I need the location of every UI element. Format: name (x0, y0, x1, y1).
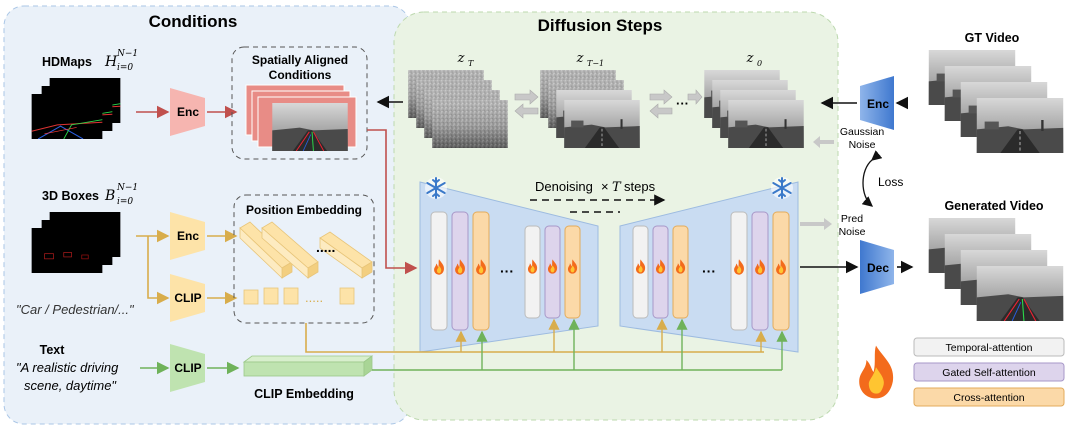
boxes-frames (31, 212, 121, 273)
conditions-title: Conditions (149, 12, 238, 31)
hdmaps-sup: N−1 (116, 49, 138, 59)
enc-gt-label: Enc (867, 97, 889, 111)
legend-temporal-label: Temporal-attention (946, 342, 1033, 354)
clip-feed-taps (476, 318, 788, 370)
hdmaps-sub: i=0 (117, 63, 133, 73)
loss-arrow (861, 150, 883, 207)
spatial-label-1: Spatially Aligned (252, 53, 348, 67)
clip-embedding-label: CLIP Embedding (254, 387, 354, 401)
loss-label: Loss (878, 175, 903, 189)
zt1-label: z (576, 51, 584, 66)
clip-class-label: CLIP (174, 291, 201, 305)
position-cubes (243, 287, 355, 305)
enc-hdmaps-label: Enc (177, 105, 199, 119)
arrow-pred-noise (800, 218, 832, 230)
denoising-times: × (601, 179, 609, 194)
position-embedding-label: Position Embedding (246, 203, 362, 217)
enc-gt-block (860, 76, 894, 130)
gt-video-frames (928, 50, 1064, 153)
denoising-steps: steps (624, 179, 656, 194)
dec-label: Dec (867, 261, 889, 275)
clip-text-label: CLIP (174, 361, 201, 375)
boxes-math: B (104, 188, 115, 204)
enc-hdmaps-block (170, 88, 205, 136)
spatial-conditions-box (231, 46, 368, 160)
denoising-label: Denoising (535, 179, 593, 194)
clip-class-block (170, 274, 205, 322)
zt1-sub: T−1 (587, 59, 604, 68)
arrow-spatial-unet (367, 129, 418, 275)
class-text: "Car / Pedestrian/..." (16, 302, 135, 317)
boxes-sup: N−1 (116, 183, 138, 193)
text-line-2: scene, daytime" (24, 378, 117, 393)
position-feed-line (305, 323, 764, 353)
spatial-frames (245, 84, 357, 151)
generated-video-label: Generated Video (944, 199, 1043, 213)
position-bars (239, 221, 373, 279)
zt-label: z (457, 51, 465, 66)
position-dots: ..... (316, 239, 335, 255)
latent-dots: ··· (676, 96, 689, 111)
snowflake-icon (424, 176, 448, 200)
gt-video-label: GT Video (965, 31, 1020, 45)
enc-boxes-label: Enc (177, 229, 199, 243)
latent-double-arrows (514, 89, 703, 119)
legend-gated-swatch (913, 362, 1065, 382)
clip-text-block (170, 344, 205, 392)
arrow-gaussian (813, 136, 834, 148)
spatial-label-2: Conditions (269, 68, 332, 82)
zt-sub: T (468, 59, 474, 68)
hdmaps-label: HDMaps (42, 55, 92, 69)
gaussian-label-2: Noise (849, 139, 876, 151)
snowflake-icon-2 (770, 176, 794, 200)
position-embedding-box (233, 194, 375, 324)
unet-encoder-dots: ··· (500, 263, 514, 279)
diffusion-title: Diffusion Steps (538, 16, 663, 35)
legend-fire-icon (859, 345, 894, 399)
clip-embedding-block (242, 355, 374, 377)
arrow-boxes-clip (147, 236, 170, 305)
pred-label-1: Pred (841, 213, 863, 225)
position-feed-taps (455, 318, 767, 352)
legend-gated-label: Gated Self-attention (942, 367, 1036, 379)
text-line-1: "A realistic driving (16, 360, 119, 375)
unet-decoder-dots: ··· (702, 263, 716, 279)
legend-cross-swatch (913, 387, 1065, 407)
hdmaps-frames (30, 78, 122, 139)
enc-boxes-block (170, 212, 205, 260)
text-label: Text (40, 343, 66, 357)
legend-temporal-swatch (913, 337, 1065, 357)
dec-block (860, 240, 894, 294)
boxes-label: 3D Boxes (42, 189, 99, 203)
hdmaps-math: H (104, 54, 118, 70)
boxes-sub: i=0 (117, 197, 133, 207)
pred-label-2: Noise (839, 226, 866, 238)
cube-dots: ..... (305, 290, 323, 305)
gaussian-label-1: Gaussian (840, 126, 885, 138)
z0-label: z (746, 51, 754, 66)
denoising-T: T (612, 180, 622, 195)
z0-sub: 0 (757, 59, 762, 68)
generated-video-frames (928, 218, 1064, 321)
legend-cross-label: Cross-attention (953, 392, 1024, 404)
